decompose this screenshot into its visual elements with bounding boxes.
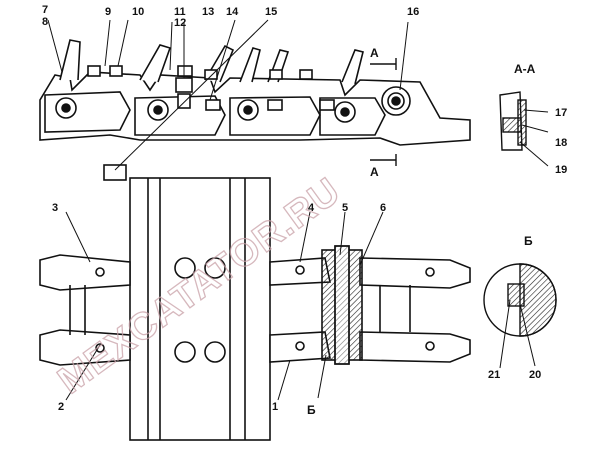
detail-b-circle <box>483 263 557 337</box>
callout-11: 11 <box>174 6 186 18</box>
callouts: 7 8 9 10 11 12 13 14 15 16 17 18 19 3 4 … <box>42 4 567 413</box>
callout-1: 1 <box>272 401 278 413</box>
section-a-bottom: А <box>370 165 379 179</box>
callout-17: 17 <box>555 107 567 119</box>
callout-10: 10 <box>132 6 144 18</box>
section-a-a-marks <box>370 58 397 166</box>
callout-7: 7 <box>42 4 48 16</box>
section-a-a-title: А-А <box>514 62 536 76</box>
section-a-a-detail <box>499 91 527 151</box>
callout-16: 16 <box>407 6 419 18</box>
callout-19: 19 <box>555 164 567 176</box>
section-a-top: А <box>370 46 379 60</box>
callout-9: 9 <box>105 6 111 18</box>
section-b-mark: Б <box>307 403 316 417</box>
callout-8: 8 <box>42 16 48 28</box>
callout-4: 4 <box>308 202 315 214</box>
track-chain-side-view <box>39 39 471 181</box>
track-chain-plan-view <box>39 177 471 441</box>
callout-3: 3 <box>52 202 58 214</box>
callout-15: 15 <box>265 6 277 18</box>
callout-14: 14 <box>226 6 239 18</box>
callout-13: 13 <box>202 6 214 18</box>
leader-lines <box>47 19 549 401</box>
callout-6: 6 <box>380 202 386 214</box>
callout-12: 12 <box>174 17 186 29</box>
callout-2: 2 <box>58 401 64 413</box>
section-labels: А А А-А Б Б <box>307 46 536 417</box>
callout-21: 21 <box>488 369 500 381</box>
section-b-title: Б <box>524 234 533 248</box>
callout-20: 20 <box>529 369 541 381</box>
callout-18: 18 <box>555 137 567 149</box>
callout-5: 5 <box>342 202 348 214</box>
